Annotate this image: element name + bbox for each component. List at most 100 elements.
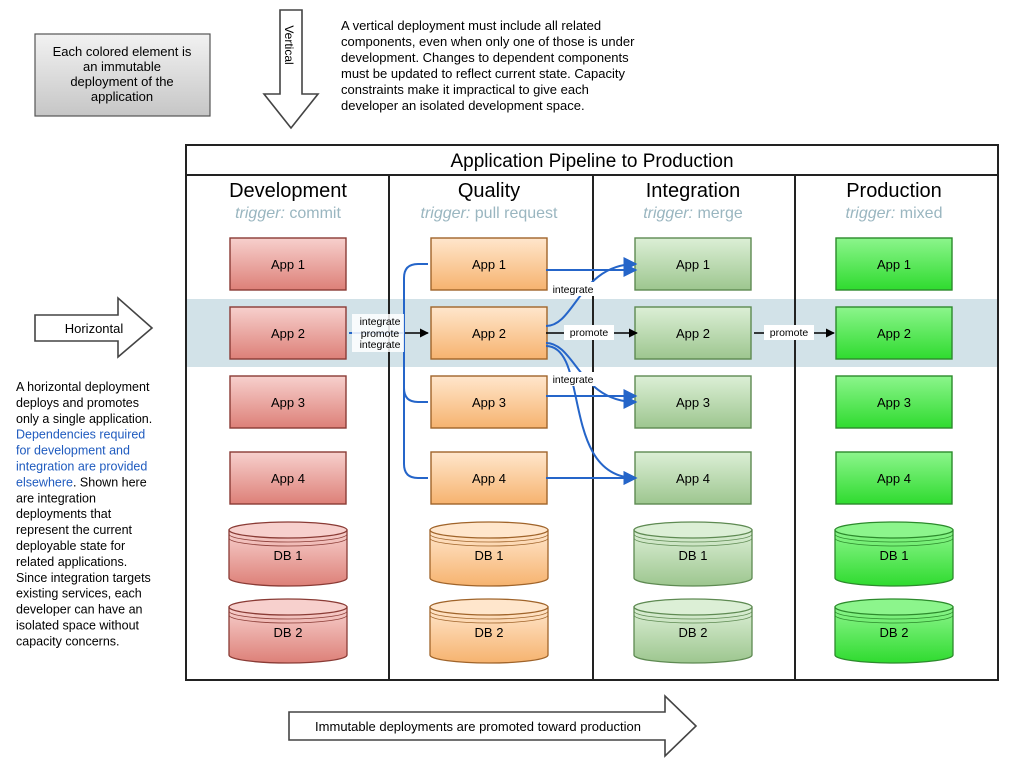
stage-name: Production <box>846 180 942 202</box>
db-label: DB 2 <box>274 625 303 640</box>
app-label: App 4 <box>676 471 710 486</box>
app-box-production-4[interactable]: App 4 <box>835 451 953 505</box>
horizontal-description: A horizontal deployment deploys and promo… <box>16 380 152 648</box>
db-label: DB 2 <box>880 625 909 640</box>
db-cylinder-development-2[interactable]: DB 2 <box>228 598 348 664</box>
quality-app4-link <box>403 333 428 479</box>
app-label: App 4 <box>472 471 506 486</box>
vertical-description-line: constraints make it impractical to give … <box>341 82 589 97</box>
app-box-quality-3[interactable]: App 3 <box>430 375 548 429</box>
integration-production-labels: promote <box>764 325 814 340</box>
horizontal-description-line: are integration <box>16 491 96 505</box>
label-promote-integration-production: promote <box>770 327 809 339</box>
db-cylinder-development-1[interactable]: DB 1 <box>228 521 348 587</box>
app-label: App 2 <box>877 326 911 341</box>
quality-integration-labels: integrate promote integrate <box>550 282 614 386</box>
app-label: App 1 <box>472 257 506 272</box>
column-dividers <box>388 175 796 680</box>
db-cylinder-quality-2[interactable]: DB 2 <box>429 598 549 664</box>
bottom-promotion-arrow: Immutable deployments are promoted towar… <box>288 694 698 758</box>
integrate-to-int-app4 <box>545 345 638 485</box>
stage-name: Integration <box>646 180 741 202</box>
dev-quality-labels: integrate promote integrate <box>352 314 404 352</box>
horizontal-description-line: elsewhere. Shown here <box>16 475 147 489</box>
label-integrate-upper: integrate <box>553 284 594 296</box>
db-label: DB 1 <box>475 548 504 563</box>
label-promote-quality-integration: promote <box>570 327 609 339</box>
horizontal-description-line: existing services, each <box>16 587 142 601</box>
app-box-integration-4[interactable]: App 4 <box>634 451 752 505</box>
horizontal-description-line: for development and <box>16 444 130 458</box>
horizontal-description-line: only a single application. <box>16 412 152 426</box>
pipeline-title: Application Pipeline to Production <box>450 151 733 172</box>
app-label: App 1 <box>271 257 305 272</box>
label-promote-middle: promote <box>361 328 400 340</box>
db-cylinder-integration-2[interactable]: DB 2 <box>633 598 753 664</box>
trigger-prefix: trigger: <box>643 205 697 222</box>
db-label: DB 2 <box>475 625 504 640</box>
vertical-description-line: development. Changes to dependent compon… <box>341 50 629 65</box>
horizontal-description-line: A horizontal deployment <box>16 380 150 394</box>
app-box-development-4[interactable]: App 4 <box>229 451 347 505</box>
stage-name: Quality <box>458 180 520 202</box>
stage-trigger: trigger: merge <box>643 205 743 222</box>
trigger-prefix: trigger: <box>235 205 289 222</box>
app-box-production-3[interactable]: App 3 <box>835 375 953 429</box>
horizontal-arrow: Horizontal <box>34 296 154 359</box>
vertical-label: Vertical <box>282 25 296 64</box>
horizontal-description-line: deploys and promotes <box>16 396 139 410</box>
stage-trigger: trigger: commit <box>235 205 341 222</box>
note-line: application <box>91 89 153 104</box>
trigger-value: mixed <box>900 205 943 222</box>
app-box-production-2[interactable]: App 2 <box>835 306 953 360</box>
db-cylinder-production-1[interactable]: DB 1 <box>834 521 954 587</box>
db-cylinder-integration-1[interactable]: DB 1 <box>633 521 753 587</box>
stage-name: Development <box>229 180 347 202</box>
app-label: App 1 <box>877 257 911 272</box>
app-box-development-1[interactable]: App 1 <box>229 237 347 291</box>
horizontal-label: Horizontal <box>65 321 124 336</box>
app-label: App 1 <box>676 257 710 272</box>
app-label: App 2 <box>472 326 506 341</box>
bottom-arrow-label: Immutable deployments are promoted towar… <box>315 719 641 734</box>
vertical-description-line: components, even when only one of those … <box>341 34 635 49</box>
app-box-quality-1[interactable]: App 1 <box>430 237 548 291</box>
vertical-description-line: must be updated to reflect current state… <box>341 66 625 81</box>
horizontal-description-segment: elsewhere <box>16 475 73 489</box>
app-label: App 2 <box>676 326 710 341</box>
app-box-development-2[interactable]: App 2 <box>229 306 347 360</box>
vertical-arrow: Vertical <box>262 9 320 130</box>
app-box-production-1[interactable]: App 1 <box>835 237 953 291</box>
trigger-prefix: trigger: <box>846 205 900 222</box>
trigger-value: merge <box>697 205 742 222</box>
app-box-quality-4[interactable]: App 4 <box>430 451 548 505</box>
app-box-development-3[interactable]: App 3 <box>229 375 347 429</box>
vertical-description-line: A vertical deployment must include all r… <box>341 18 601 33</box>
app-label: App 3 <box>877 395 911 410</box>
app-box-integration-3[interactable]: App 3 <box>634 375 752 429</box>
note-line: deployment of the <box>70 74 173 89</box>
label-integrate-top: integrate <box>360 316 401 328</box>
app-label: App 3 <box>271 395 305 410</box>
app-box-quality-2[interactable]: App 2 <box>430 306 548 360</box>
app-label: App 3 <box>676 395 710 410</box>
app-box-integration-2[interactable]: App 2 <box>634 306 752 360</box>
app-label: App 4 <box>271 471 305 486</box>
trigger-value: pull request <box>475 205 558 222</box>
connectors: integrate promote integrate integrate pr… <box>348 257 835 485</box>
stage-trigger: trigger: mixed <box>846 205 943 222</box>
note-line: Each colored element is <box>53 44 192 59</box>
horizontal-description-line: isolated space without <box>16 619 140 633</box>
db-cylinder-production-2[interactable]: DB 2 <box>834 598 954 664</box>
trigger-value: commit <box>289 205 341 222</box>
trigger-prefix: trigger: <box>421 205 475 222</box>
horizontal-description-line: capacity concerns. <box>16 634 120 648</box>
app-box-integration-1[interactable]: App 1 <box>634 237 752 291</box>
app-label: App 4 <box>877 471 911 486</box>
db-cylinder-quality-1[interactable]: DB 1 <box>429 521 549 587</box>
